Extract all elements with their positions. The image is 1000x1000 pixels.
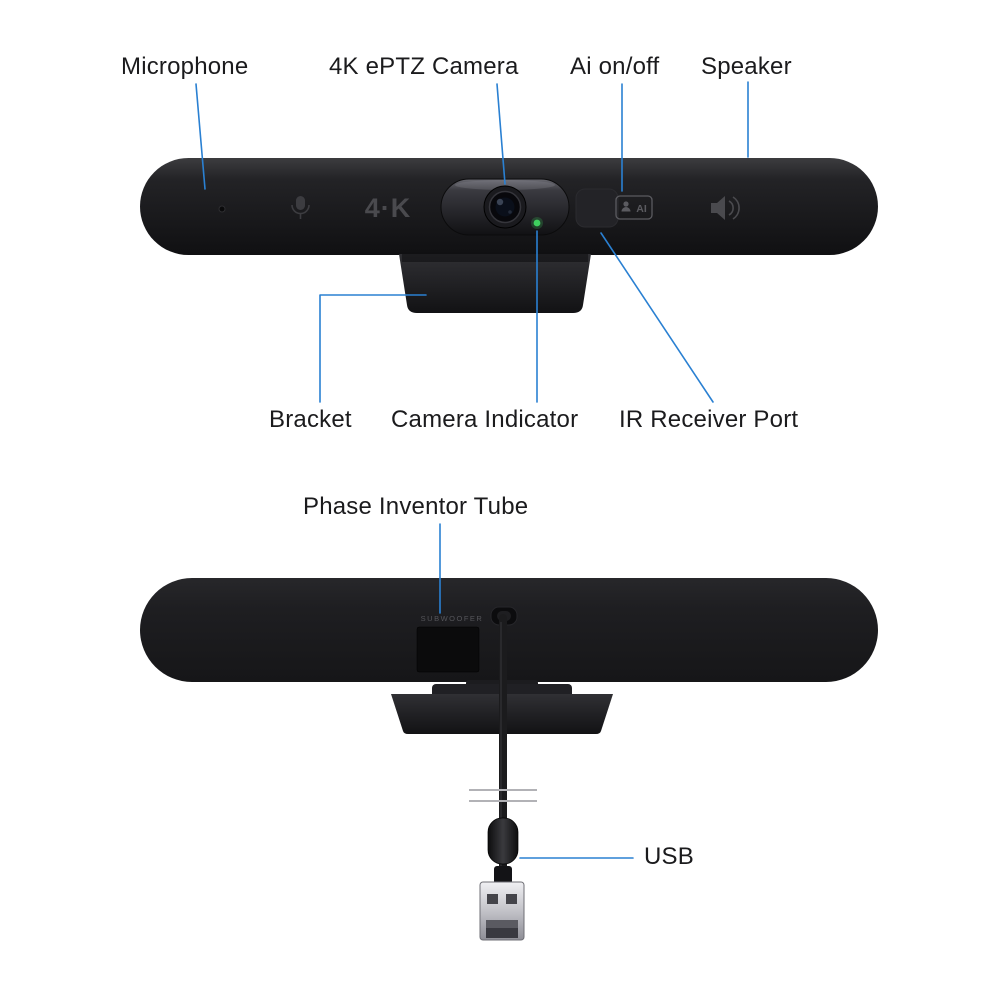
ai-badge-icon: AI xyxy=(615,195,653,220)
callout-bracket: Bracket xyxy=(269,406,352,433)
ferrite-bead xyxy=(487,817,519,865)
webcam-front-view: 4·K AI xyxy=(140,158,878,313)
subwoofer-label: SUBWOOFER xyxy=(421,614,484,623)
callout-ir-receiver-port: IR Receiver Port xyxy=(619,406,799,433)
cable-tie xyxy=(469,789,537,802)
phase-inventor-tube-port xyxy=(416,626,480,673)
ai-badge-label: AI xyxy=(636,203,647,215)
callout-phase-inventor-tube: Phase Inventor Tube xyxy=(303,493,529,520)
callout-speaker: Speaker xyxy=(701,53,792,80)
bracket-hinge-seam xyxy=(402,254,588,262)
bracket-front xyxy=(399,254,591,313)
callout-camera: 4K ePTZ Camera xyxy=(329,53,519,80)
callout-microphone: Microphone xyxy=(121,53,249,80)
callout-ai-on-off: Ai on/off xyxy=(570,53,660,80)
callout-usb: USB xyxy=(644,843,694,870)
leader-microphone xyxy=(195,83,206,190)
ir-receiver-port xyxy=(575,188,619,228)
speaker-icon xyxy=(711,196,740,220)
leader-ir-receiver xyxy=(600,232,714,403)
leader-lines xyxy=(195,81,749,859)
camera-module xyxy=(440,178,570,236)
camera-indicator-led xyxy=(533,219,541,227)
microphone-icon xyxy=(291,196,310,219)
leader-camera xyxy=(496,83,506,185)
rear-bar-body xyxy=(140,578,878,682)
callout-camera-indicator: Camera Indicator xyxy=(391,406,579,433)
webcam-rear-view: SUBWOOFER xyxy=(140,578,878,941)
usb-connector xyxy=(479,866,525,941)
mic-hole xyxy=(218,205,226,213)
leader-bracket xyxy=(319,294,427,403)
4k-badge: 4·K xyxy=(365,193,412,223)
